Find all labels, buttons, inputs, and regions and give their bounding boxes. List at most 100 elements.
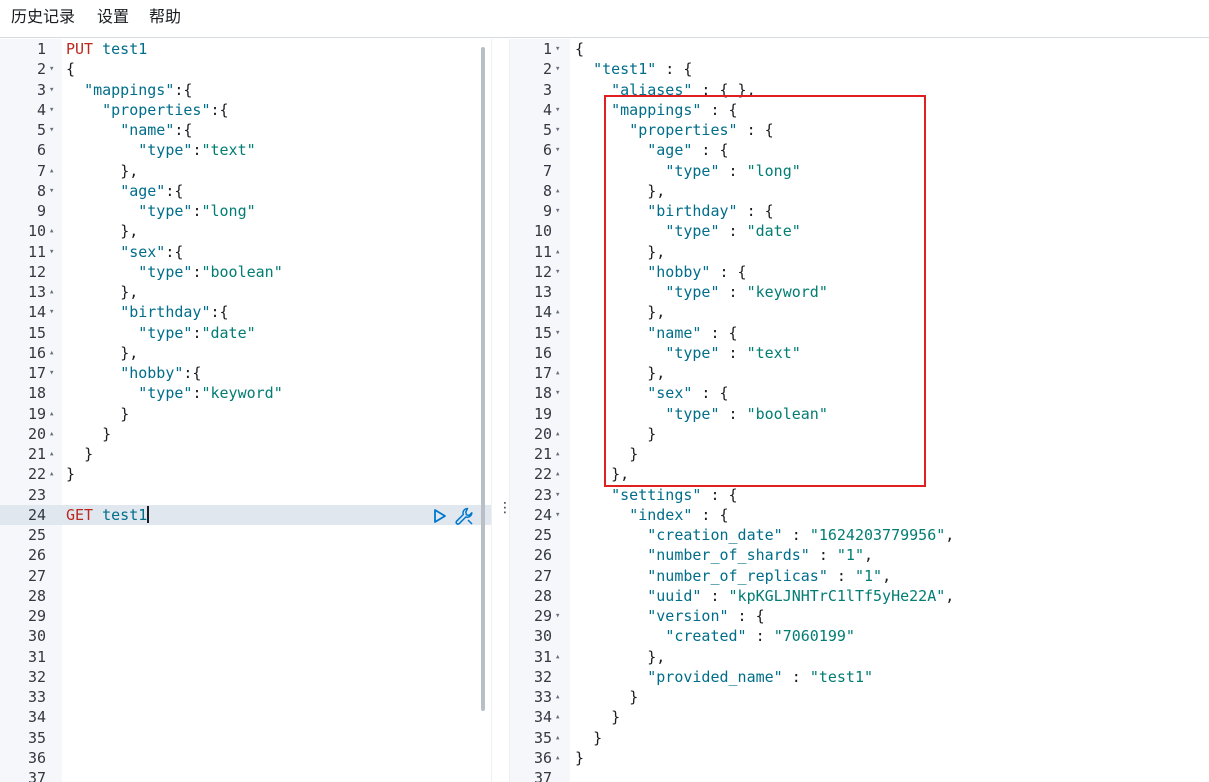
fold-open-icon[interactable]: ▾ — [49, 84, 55, 95]
response-code-area[interactable]: 1▾{2▾ "test1" : {3 "aliases" : { },4▾ "m… — [510, 39, 1209, 782]
request-line[interactable]: 4▾ "properties":{ — [0, 100, 491, 120]
response-line[interactable]: 19 "type" : "boolean" — [510, 404, 1209, 424]
fold-close-icon[interactable]: ▴ — [49, 428, 55, 439]
response-line[interactable]: 14▴ }, — [510, 302, 1209, 322]
fold-open-icon[interactable]: ▾ — [49, 307, 55, 318]
fold-open-icon[interactable]: ▾ — [555, 611, 561, 621]
fold-open-icon[interactable]: ▾ — [555, 489, 561, 500]
fold-open-icon[interactable]: ▾ — [49, 185, 55, 196]
response-line[interactable]: 8▴ }, — [510, 181, 1209, 201]
response-line[interactable]: 30 "created" : "7060199" — [510, 626, 1209, 646]
request-line[interactable]: 28 — [0, 586, 491, 606]
request-line[interactable]: 29 — [0, 606, 491, 626]
response-line[interactable]: 10 "type" : "date" — [510, 221, 1209, 241]
response-line[interactable]: 2▾ "test1" : { — [510, 59, 1209, 79]
response-line[interactable]: 1▾{ — [510, 39, 1209, 59]
wrench-icon[interactable] — [453, 505, 475, 527]
fold-open-icon[interactable]: ▾ — [49, 125, 55, 135]
fold-close-icon[interactable]: ▴ — [555, 428, 561, 439]
request-line[interactable]: 13▴ }, — [0, 282, 491, 302]
pane-splitter[interactable]: ⋮ — [491, 39, 512, 782]
request-line[interactable]: 18 "type":"keyword" — [0, 383, 491, 403]
fold-close-icon[interactable]: ▴ — [555, 732, 561, 743]
request-line[interactable]: 25 — [0, 525, 491, 545]
play-triangle-icon[interactable] — [432, 508, 448, 524]
response-line[interactable]: 20▴ } — [510, 424, 1209, 444]
fold-open-icon[interactable]: ▾ — [49, 246, 55, 257]
fold-open-icon[interactable]: ▾ — [49, 104, 55, 115]
fold-open-icon[interactable]: ▾ — [49, 368, 55, 378]
request-line[interactable]: 27 — [0, 566, 491, 586]
fold-open-icon[interactable]: ▾ — [555, 104, 561, 115]
response-line[interactable]: 35▴ } — [510, 728, 1209, 748]
response-line[interactable]: 15▾ "name" : { — [510, 323, 1209, 343]
request-line[interactable]: 33 — [0, 687, 491, 707]
request-line[interactable]: 2▾{ — [0, 59, 491, 79]
fold-open-icon[interactable]: ▾ — [555, 327, 561, 338]
splitter-handle-icon[interactable]: ⋮ — [498, 500, 512, 516]
request-line[interactable]: 12 "type":"boolean" — [0, 262, 491, 282]
response-line[interactable]: 22▴ }, — [510, 464, 1209, 484]
response-line[interactable]: 12▾ "hobby" : { — [510, 262, 1209, 282]
response-line[interactable]: 27 "number_of_replicas" : "1", — [510, 566, 1209, 586]
request-line[interactable]: 10▴ }, — [0, 221, 491, 241]
response-line[interactable]: 18▾ "sex" : { — [510, 383, 1209, 403]
response-line[interactable]: 28 "uuid" : "kpKGLJNHTrC1lTf5yHe22A", — [510, 586, 1209, 606]
request-line[interactable]: 37 — [0, 768, 491, 782]
response-line[interactable]: 16 "type" : "text" — [510, 343, 1209, 363]
request-line[interactable]: 3▾ "mappings":{ — [0, 80, 491, 100]
response-line[interactable]: 31▴ }, — [510, 647, 1209, 667]
response-line[interactable]: 23▾ "settings" : { — [510, 485, 1209, 505]
request-line[interactable]: 23 — [0, 485, 491, 505]
request-line[interactable]: 14▾ "birthday":{ — [0, 302, 491, 322]
response-line[interactable]: 21▴ } — [510, 444, 1209, 464]
request-line[interactable]: 30 — [0, 626, 491, 646]
fold-open-icon[interactable]: ▾ — [555, 44, 561, 54]
response-viewer[interactable]: 1▾{2▾ "test1" : {3 "aliases" : { },4▾ "m… — [510, 39, 1209, 782]
request-line[interactable]: 32 — [0, 667, 491, 687]
response-line[interactable]: 4▾ "mappings" : { — [510, 100, 1209, 120]
response-line[interactable]: 6▾ "age" : { — [510, 140, 1209, 160]
fold-close-icon[interactable]: ▴ — [49, 347, 55, 358]
fold-close-icon[interactable]: ▴ — [555, 712, 561, 723]
request-line[interactable]: 7▴ }, — [0, 161, 491, 181]
response-line[interactable]: 29▾ "version" : { — [510, 606, 1209, 626]
request-line[interactable]: 16▴ }, — [0, 343, 491, 363]
fold-close-icon[interactable]: ▴ — [49, 287, 55, 297]
request-scrollbar[interactable] — [481, 47, 485, 711]
request-line[interactable]: 9 "type":"long" — [0, 201, 491, 221]
response-line[interactable]: 7 "type" : "long" — [510, 161, 1209, 181]
request-line[interactable]: 19▴ } — [0, 404, 491, 424]
response-line[interactable]: 11▴ }, — [510, 242, 1209, 262]
response-line[interactable]: 13 "type" : "keyword" — [510, 282, 1209, 302]
response-line[interactable]: 17▴ }, — [510, 363, 1209, 383]
request-line[interactable]: 11▾ "sex":{ — [0, 242, 491, 262]
fold-open-icon[interactable]: ▾ — [555, 64, 561, 75]
request-line[interactable]: 17▾ "hobby":{ — [0, 363, 491, 383]
request-line[interactable]: 21▴ } — [0, 444, 491, 464]
response-line[interactable]: 24▾ "index" : { — [510, 505, 1209, 525]
fold-close-icon[interactable]: ▴ — [555, 185, 561, 196]
request-line[interactable]: 36 — [0, 748, 491, 768]
request-line[interactable]: 6 "type":"text" — [0, 140, 491, 160]
fold-close-icon[interactable]: ▴ — [555, 307, 561, 318]
menu-help[interactable]: 帮助 — [149, 7, 182, 26]
fold-close-icon[interactable]: ▴ — [555, 368, 561, 378]
request-line[interactable]: 31 — [0, 647, 491, 667]
fold-close-icon[interactable]: ▴ — [49, 165, 55, 176]
menu-history[interactable]: 历史记录 — [11, 7, 76, 26]
response-line[interactable]: 32 "provided_name" : "test1" — [510, 667, 1209, 687]
fold-close-icon[interactable]: ▴ — [555, 651, 561, 662]
fold-close-icon[interactable]: ▴ — [49, 226, 55, 237]
response-line[interactable]: 37 — [510, 768, 1209, 782]
fold-close-icon[interactable]: ▴ — [49, 408, 55, 419]
response-line[interactable]: 26 "number_of_shards" : "1", — [510, 545, 1209, 565]
fold-close-icon[interactable]: ▴ — [555, 752, 561, 763]
request-line[interactable]: 15 "type":"date" — [0, 323, 491, 343]
fold-close-icon[interactable]: ▴ — [49, 469, 55, 480]
fold-close-icon[interactable]: ▴ — [555, 469, 561, 480]
